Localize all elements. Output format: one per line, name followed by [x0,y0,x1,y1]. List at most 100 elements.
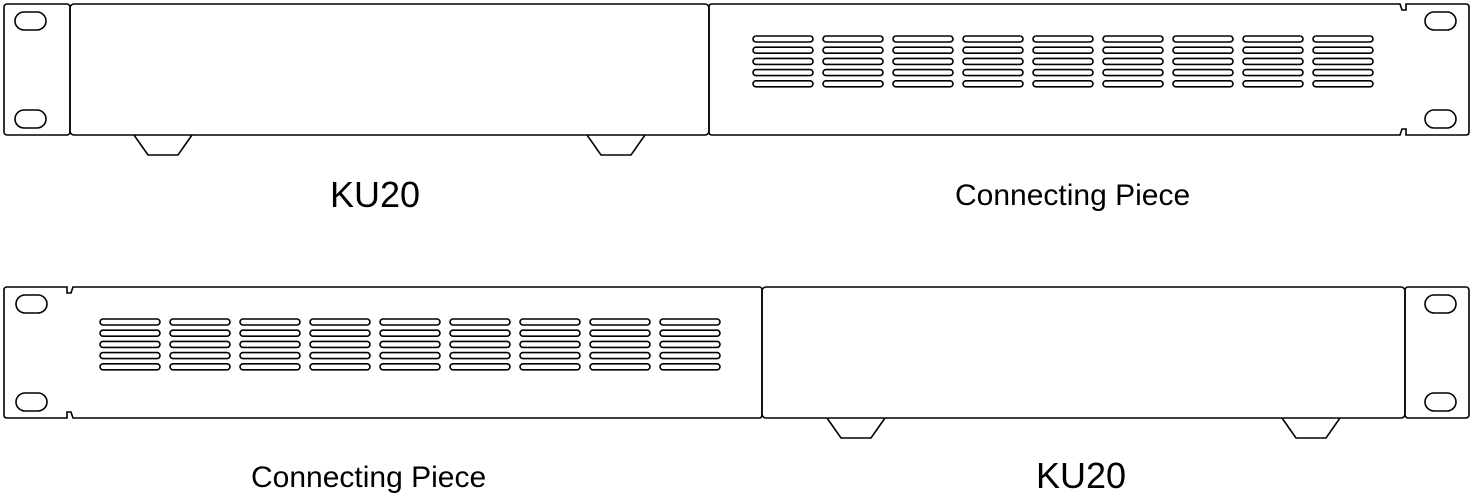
vent-slot [892,46,954,55]
connecting-piece-label: Connecting Piece [955,179,1191,212]
vent-slot [1032,80,1094,88]
bottom-ku20-unit [761,286,1406,439]
vent-slot [1172,80,1234,88]
vent-slot [1102,46,1164,55]
vent-slot [752,80,814,88]
vent-slot [752,57,814,66]
top-ku20-unit [69,3,710,156]
vent-slot [519,318,581,326]
vent-slot [449,340,511,349]
vent-slot [309,329,371,338]
vent-slot [752,46,814,55]
vent-slot [1172,46,1234,55]
vent-slot [962,68,1024,77]
vent-slot [1102,57,1164,66]
vent-slot [169,329,231,338]
bottom-assembly [3,286,1470,439]
bottom-connecting-piece [3,286,763,419]
vent-slot [239,318,301,326]
vent-slot [519,351,581,360]
vent-slot [659,329,721,338]
vent-slot [1172,68,1234,77]
vent-slot [519,362,581,371]
vent-slot [589,362,651,371]
vent-slot [449,362,511,371]
vent-slot [1242,35,1304,43]
vent-slot [752,68,814,77]
vent-slot [1032,46,1094,55]
vent-slot [1312,46,1374,55]
vent-slot [309,318,371,326]
vent-slot [1312,57,1374,66]
vent-slot [659,340,721,349]
vent-slot [659,351,721,360]
foot-icon [826,417,886,439]
foot-icon [586,134,646,156]
vent-slot [169,362,231,371]
vent-slot [1172,57,1234,66]
vent-slots [99,318,721,371]
vent-slot [379,362,441,371]
vent-slot [379,340,441,349]
mount-hole-icon [14,11,47,31]
vent-slot [962,35,1024,43]
vent-slot [1242,46,1304,55]
vent-slot [659,318,721,326]
vent-slot [892,80,954,88]
vent-slot [1102,68,1164,77]
vent-slot [1242,57,1304,66]
vent-slot [1102,80,1164,88]
vent-slot [99,329,161,338]
vent-slot [449,329,511,338]
vent-slot [589,318,651,326]
ku20-label: KU20 [330,174,421,215]
vent-slot [379,318,441,326]
mount-hole-icon [15,294,48,314]
vent-slot [309,351,371,360]
top-left-rack-ear [3,3,71,136]
vent-slot [1032,68,1094,77]
vent-slot [99,340,161,349]
vent-slot [822,80,884,88]
mount-hole-icon [1424,109,1457,129]
vent-slot [309,340,371,349]
vent-slot [309,362,371,371]
vent-slot [589,329,651,338]
vent-slot [1172,35,1234,43]
vent-slot [822,68,884,77]
vent-slot [822,57,884,66]
vent-slot [449,351,511,360]
vent-slot [892,35,954,43]
vent-slot [1242,80,1304,88]
vent-slot [589,340,651,349]
vent-slot [1032,57,1094,66]
vent-slot [659,362,721,371]
vent-slot [1032,35,1094,43]
connecting-piece-label: Connecting Piece [251,461,487,494]
vent-slot [589,351,651,360]
top-assembly [3,3,1470,156]
vent-slot [449,318,511,326]
vent-slot [892,57,954,66]
vent-slot [239,329,301,338]
vent-slot [169,351,231,360]
mount-hole-icon [1424,392,1457,412]
vent-slot [1102,35,1164,43]
vent-slot [752,35,814,43]
vent-slot [519,329,581,338]
vent-slot [239,351,301,360]
vent-slot [99,362,161,371]
vent-slot [822,46,884,55]
mount-hole-icon [14,109,47,129]
vent-slot [379,351,441,360]
vent-slot [239,362,301,371]
vent-slot [379,329,441,338]
vent-slot [962,57,1024,66]
vent-slot [1312,80,1374,88]
mount-hole-icon [1424,11,1457,31]
vent-slot [99,351,161,360]
top-connecting-piece [708,3,1470,136]
vent-slot [962,80,1024,88]
